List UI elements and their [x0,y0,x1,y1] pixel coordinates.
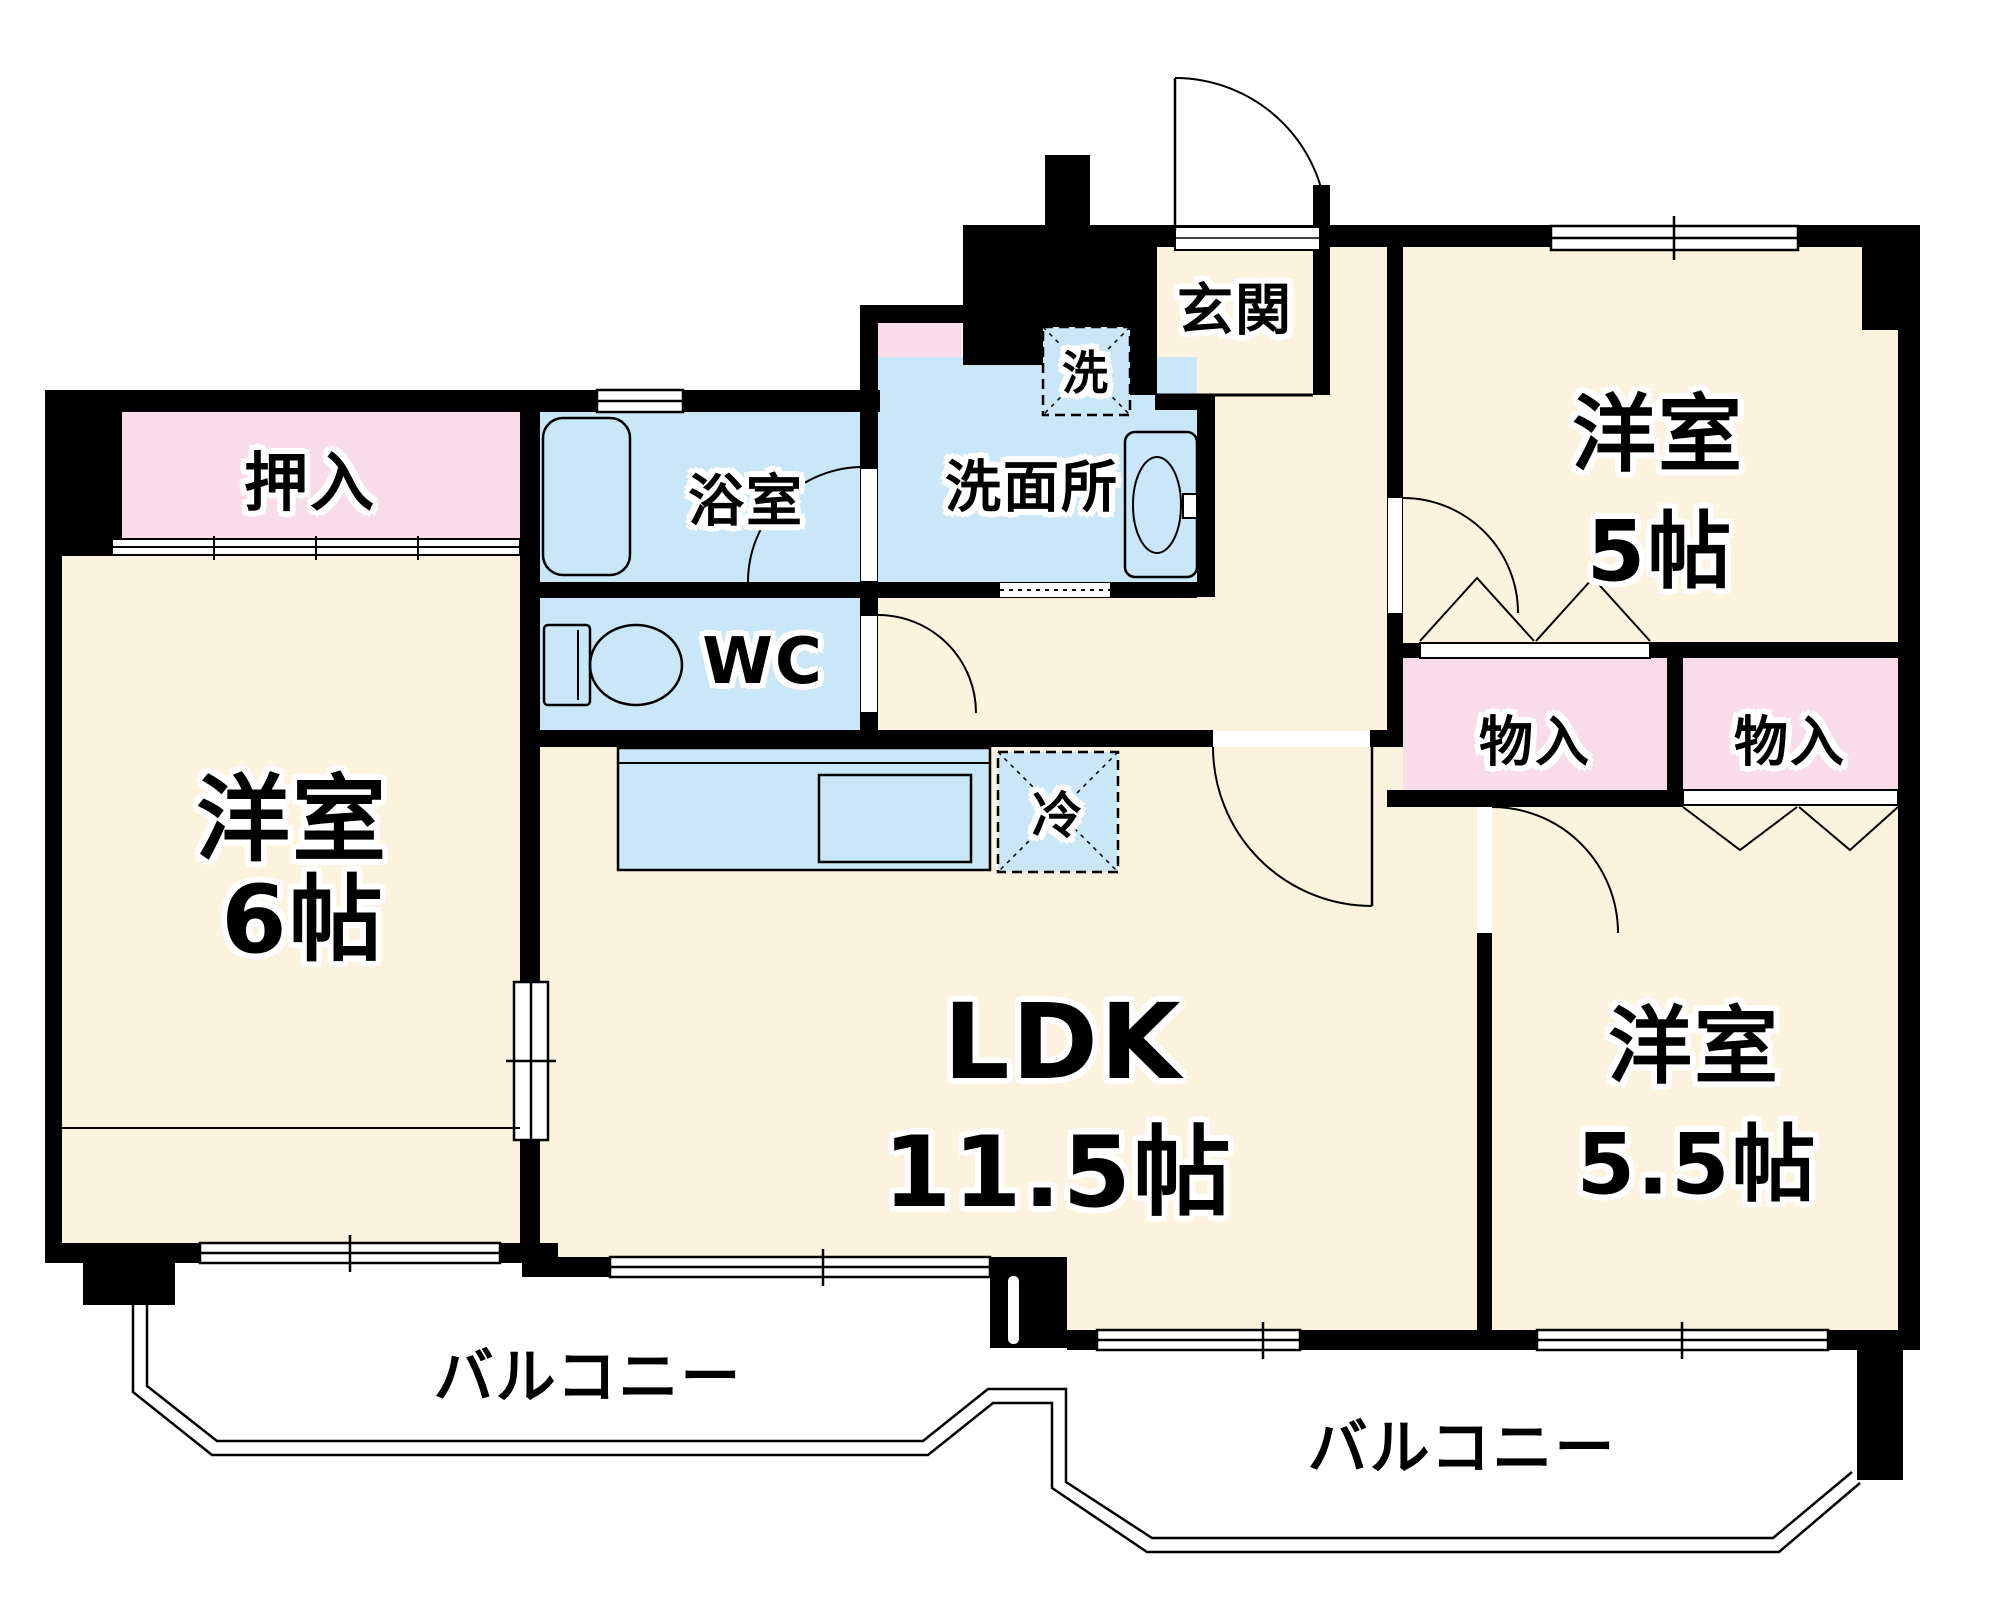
label-washroom: 洗面所 [945,455,1119,521]
entrance-door [1173,77,1328,251]
label-west6-size: 6帖 [221,866,385,975]
label-balcony2: バルコニー [1307,1413,1617,1484]
kitchen-counter-icon [616,746,992,872]
label-west5-size: 5帖 [1586,502,1734,601]
door-arcs [62,393,1619,1129]
label-west6: 洋室 [195,766,389,875]
label-storage2: 物入 [1734,710,1846,774]
washbasin-icon [1123,430,1199,579]
label-ldk-size: 11.5帖 [883,1116,1233,1230]
balcony-outline [131,1305,1861,1554]
label-oshiire: 押入 [244,447,376,521]
label-storage1: 物入 [1479,710,1591,774]
windows [198,216,1830,1359]
toilet-icon [542,623,684,707]
storage-doors [1419,576,1899,852]
refrigerator-box [996,750,1120,874]
fusuma-sliding-door [111,536,521,560]
label-west55: 洋室 [1607,997,1781,1096]
label-genkan: 玄関 [1177,278,1293,344]
bathtub-icon [541,416,632,577]
label-balcony1: バルコニー [433,1342,743,1413]
label-west5: 洋室 [1571,385,1745,484]
label-bath: 浴室 [688,469,804,535]
door-gaps [861,469,1491,1346]
closets [122,323,1898,790]
label-washer: 洗 [1062,346,1110,400]
washing-machine-box [1041,325,1132,417]
label-ldk: LDK [943,981,1183,1103]
label-fridge: 冷 [1032,787,1084,845]
label-wc: WC [702,625,824,699]
label-west55-size: 5.5帖 [1576,1115,1818,1214]
